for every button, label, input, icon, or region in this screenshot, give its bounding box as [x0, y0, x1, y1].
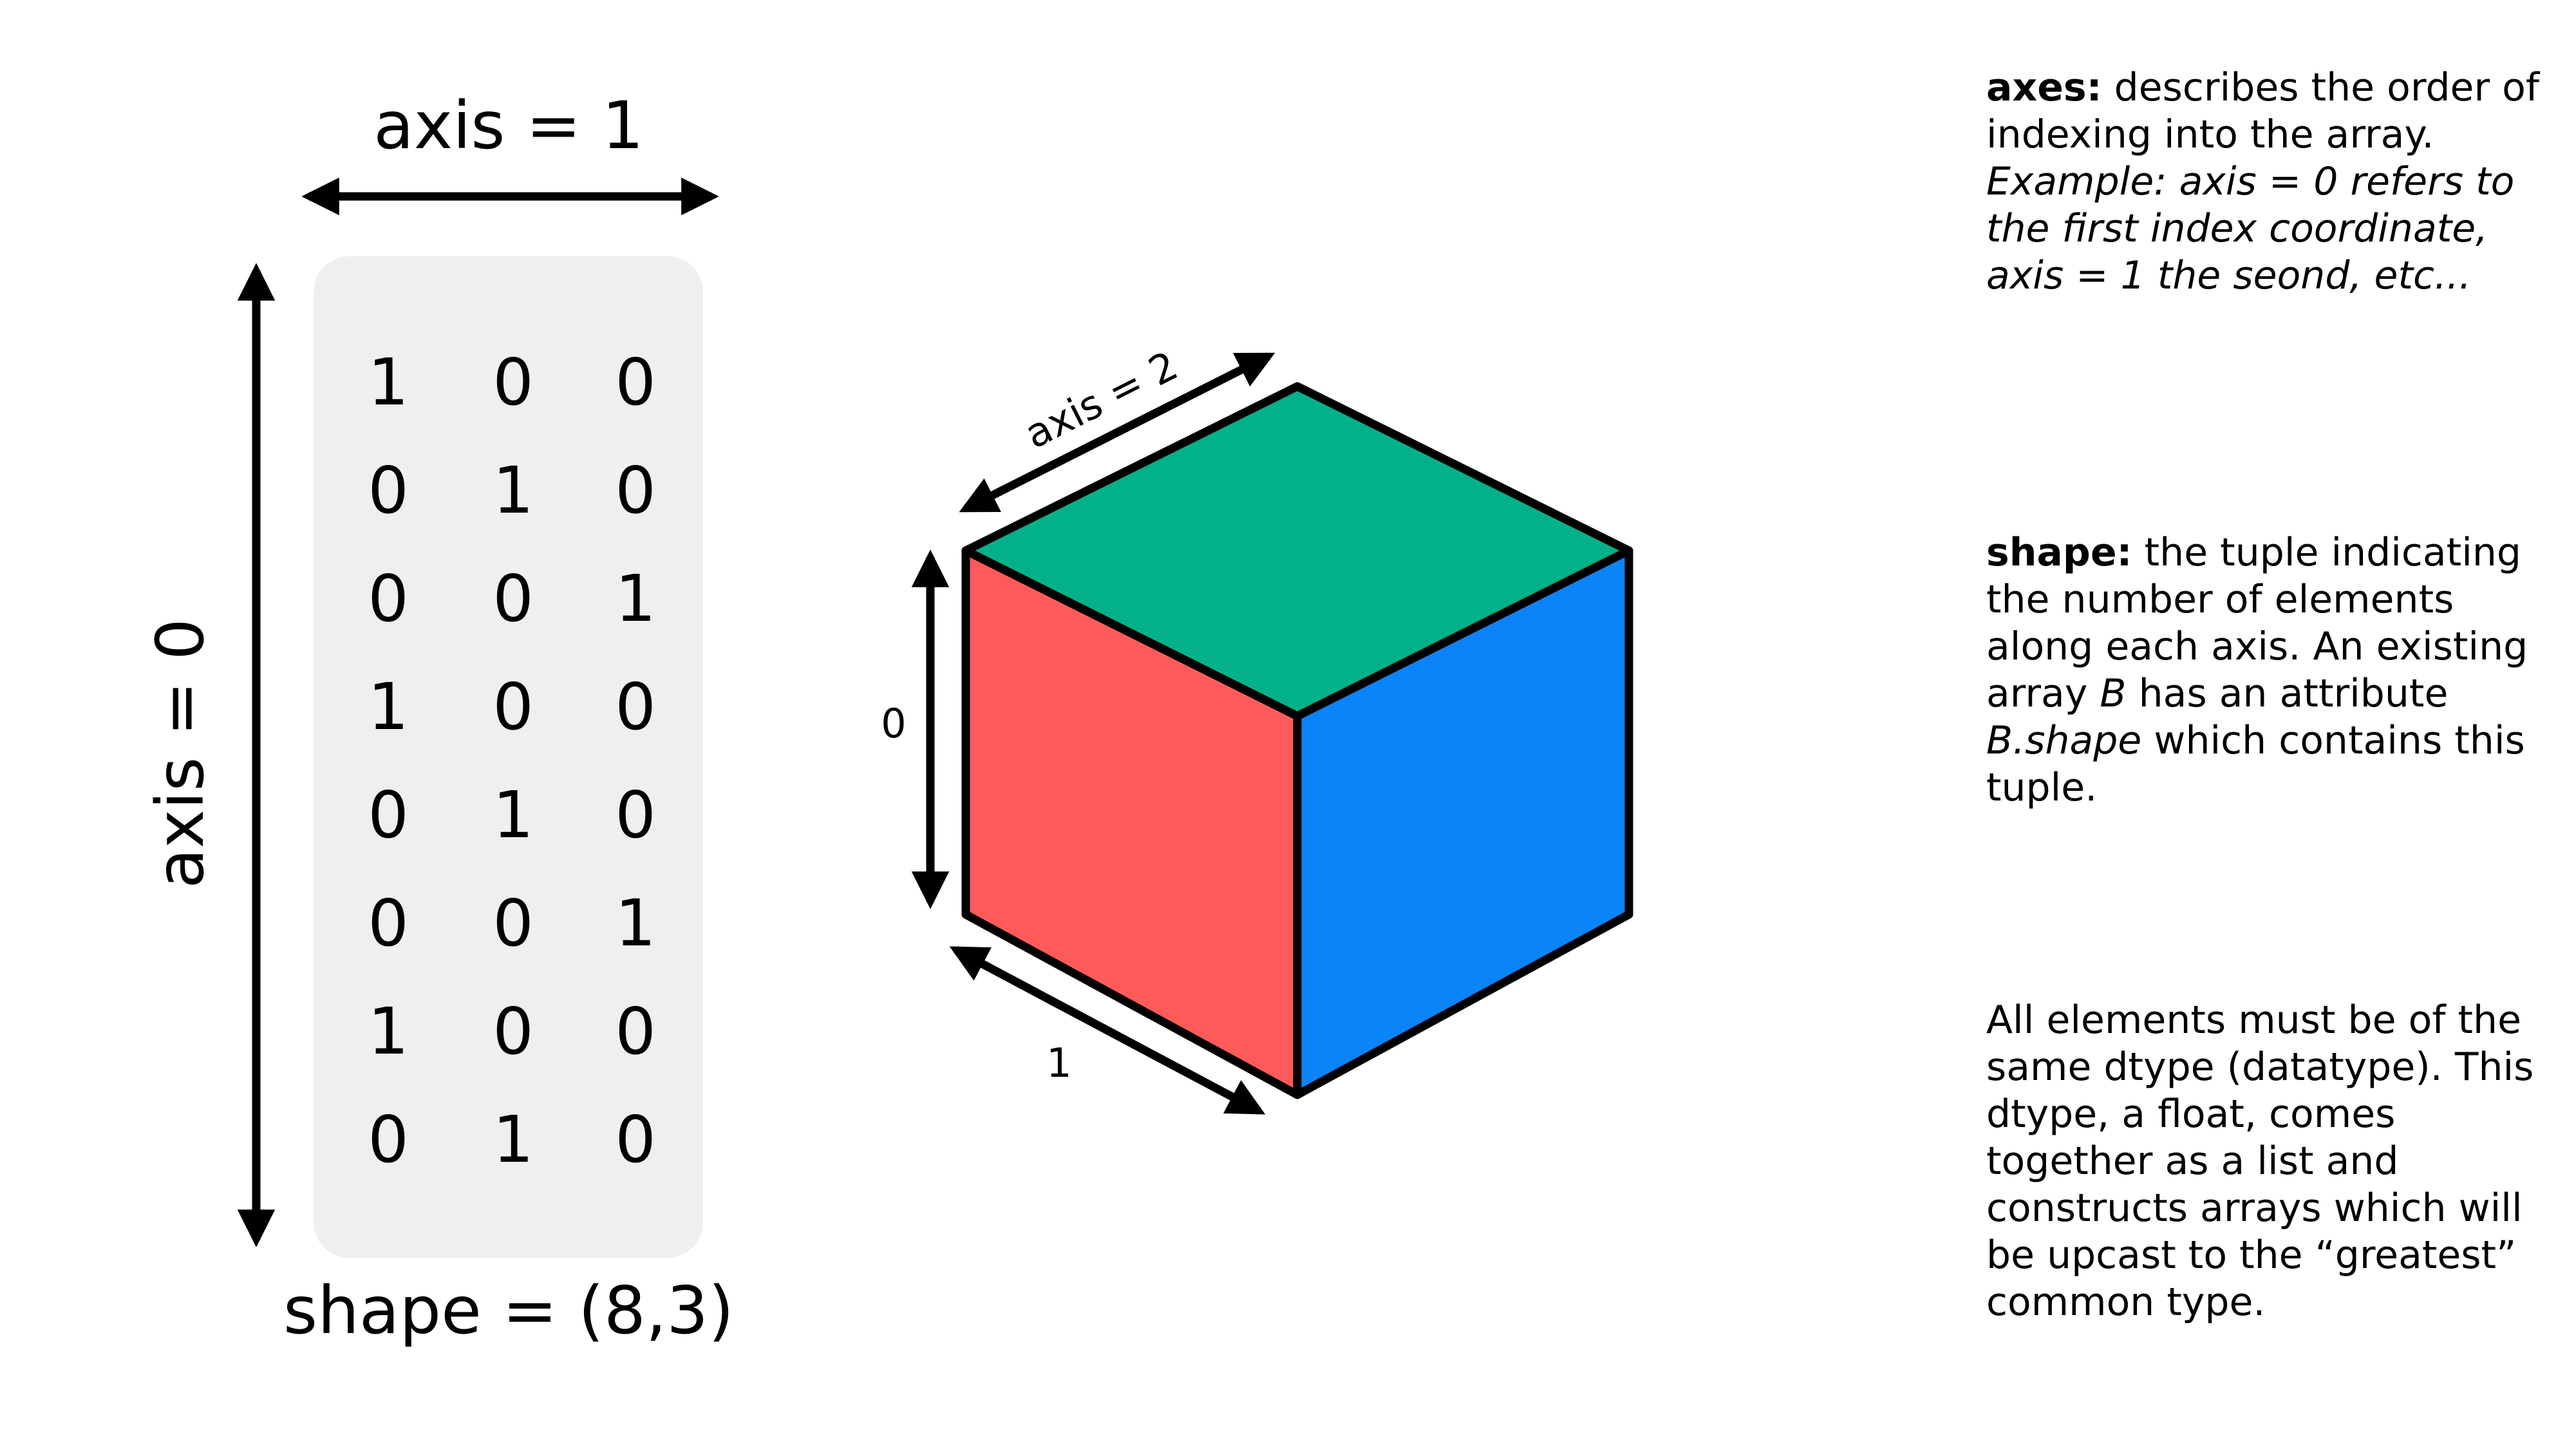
matrix-cell: 1: [615, 886, 656, 961]
shape-term: shape:: [1986, 530, 2132, 575]
axes-note: axes: describes the order of indexing in…: [1986, 64, 2540, 299]
matrix-cell: 1: [493, 777, 534, 853]
matrix-cell: 1: [368, 994, 409, 1069]
shape-attribute: B.shape: [1986, 718, 2142, 763]
axes-example: Example: axis = 0 refers to the first in…: [1986, 159, 2515, 298]
matrix-cell: 0: [493, 994, 534, 1069]
axis0-label: axis = 0: [142, 618, 219, 889]
cube-axis0-label: 0: [881, 700, 906, 747]
matrix-cell: 0: [368, 777, 409, 853]
matrix-cell: 0: [368, 886, 409, 961]
shape-description-2: has an attribute: [2126, 671, 2449, 716]
matrix-cell: 1: [493, 453, 534, 528]
cube-axis2-arrow: [959, 352, 1275, 513]
matrix-cell: 0: [368, 1102, 409, 1177]
matrix-cell: 0: [493, 886, 534, 961]
cube-right-face: [1293, 546, 1633, 1099]
matrix-cell: 1: [493, 1102, 534, 1177]
matrix-cell: 0: [615, 1102, 656, 1177]
matrix-cell: 0: [368, 453, 409, 528]
axes-description: describes the order of indexing into the…: [1986, 65, 2540, 157]
shape-label: shape = (8,3): [283, 1273, 734, 1349]
matrix-cell: 0: [493, 669, 534, 744]
dtype-description: All elements must be of the same dtype (…: [1986, 998, 2534, 1325]
shape-description-3: which contains this tuple.: [1986, 718, 2525, 810]
matrix-cell: 1: [615, 561, 656, 636]
shape-variable: B: [2100, 671, 2127, 716]
shape-note: shape: the tuple indicating the number o…: [1986, 529, 2540, 811]
matrix-cell: 0: [615, 669, 656, 744]
matrix-cell: 1: [368, 345, 409, 420]
axes-term: axes:: [1986, 65, 2102, 110]
cube-axis1-label: 1: [1046, 1039, 1071, 1086]
matrix-cell: 0: [615, 453, 656, 528]
shape-description-1: the tuple indicating the number of eleme…: [1986, 530, 2528, 716]
matrix-cell: 0: [368, 561, 409, 636]
matrix-cell: 0: [493, 561, 534, 636]
axis1-label: axis = 1: [373, 88, 644, 164]
dtype-note: All elements must be of the same dtype (…: [1986, 997, 2540, 1326]
matrix-cells: 1 0 0 0 1 0 0 0 1 1 0 0 0 1 0 0 0 1 1 0 0 0 1 0: [368, 345, 656, 1177]
matrix-cell: 0: [615, 994, 656, 1069]
matrix-cell: 0: [615, 345, 656, 420]
matrix-cell: 1: [368, 669, 409, 744]
cube-axis1-arrow: [949, 946, 1266, 1115]
matrix-cell: 0: [615, 777, 656, 853]
matrix-panel: [314, 256, 703, 1258]
matrix-cell: 0: [493, 345, 534, 420]
